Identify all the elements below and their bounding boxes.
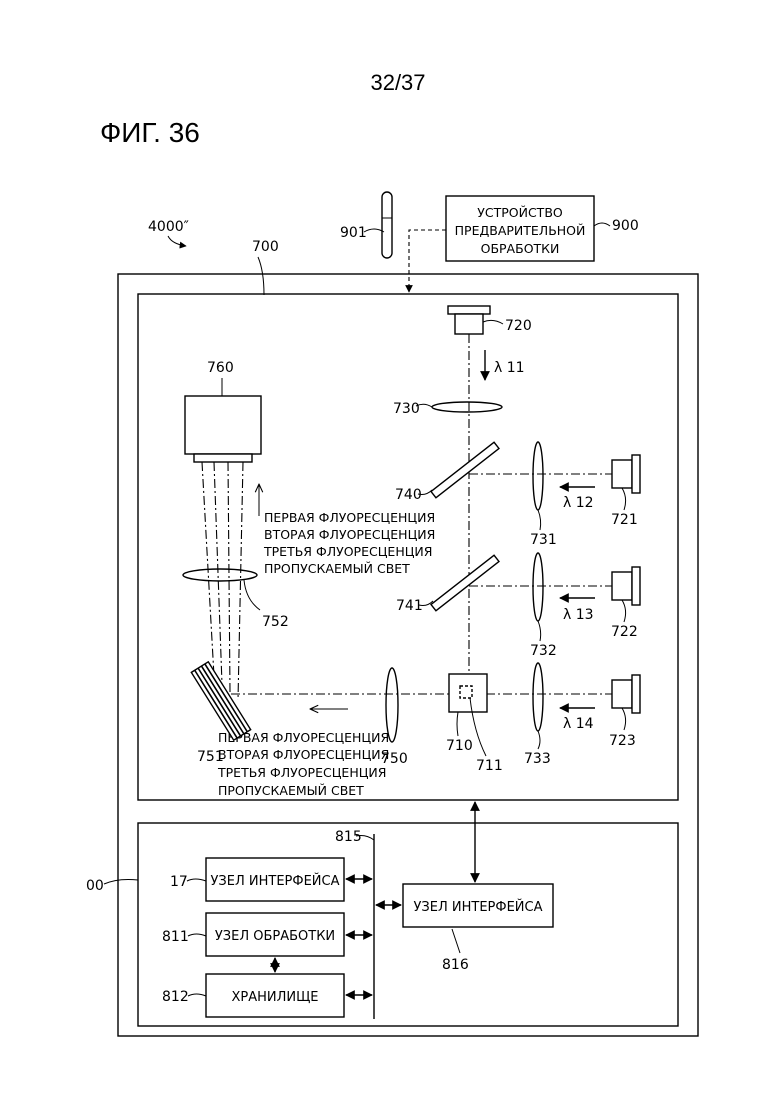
leader-900 — [594, 223, 610, 226]
leader-733 — [538, 731, 540, 749]
leader-721 — [622, 488, 626, 510]
preprocessing-line-1: УСТРОЙСТВО — [477, 205, 563, 220]
camera-beam-4 — [238, 462, 243, 700]
leader-731 — [538, 510, 541, 530]
leader-710 — [457, 712, 458, 736]
label-811: 811 — [162, 929, 189, 945]
label-815: 815 — [335, 829, 362, 845]
preprocessing-line-2: ПРЕДВАРИТЕЛЬНОЙ — [455, 223, 586, 238]
leader-system — [168, 236, 186, 246]
fluor-up-line-4: ПРОПУСКАЕМЫЙ СВЕТ — [264, 561, 410, 576]
interface-right-text: УЗЕЛ ИНТЕРФЕЙСА — [414, 899, 543, 915]
processing-text: УЗЕЛ ОБРАБОТКИ — [215, 929, 335, 944]
label-816: 816 — [442, 957, 469, 973]
fluor-up-line-1: ПЕРВАЯ ФЛУОРЕСЦЕНЦИЯ — [264, 510, 435, 525]
label-computer: 00 — [86, 878, 104, 894]
label-720: 720 — [505, 318, 532, 334]
storage-text: ХРАНИЛИЩЕ — [231, 990, 318, 1005]
label-17: 17 — [170, 874, 188, 890]
label-722: 722 — [611, 624, 638, 640]
label-lambda12: λ 12 — [563, 495, 594, 511]
label-lambda11: λ 11 — [494, 360, 525, 376]
leader-811 — [188, 934, 206, 936]
fluor-low-line-2: ВТОРАЯ ФЛУОРЕСЦЕНЦИЯ — [218, 747, 389, 762]
camera-beam-3 — [228, 462, 230, 692]
interface-left-text: УЗЕЛ ИНТЕРФЕЙСА — [211, 873, 340, 889]
lens-731 — [533, 442, 543, 510]
label-741: 741 — [396, 598, 423, 614]
label-system: 4000″ — [148, 219, 189, 235]
label-lambda13: λ 13 — [563, 607, 594, 623]
fluor-low-line-4: ПРОПУСКАЕМЫЙ СВЕТ — [218, 783, 364, 798]
figure-title: ФИГ. 36 — [100, 117, 200, 148]
label-lambda14: λ 14 — [563, 716, 594, 732]
leader-723 — [622, 708, 626, 730]
sample-holder-720 — [448, 306, 490, 334]
lens-752 — [183, 569, 257, 581]
lens-732 — [533, 553, 543, 621]
dashed-connector-900 — [409, 230, 446, 292]
light-source-721 — [612, 455, 640, 493]
leader-17 — [187, 879, 206, 881]
leader-816 — [452, 929, 460, 953]
leader-732 — [538, 621, 541, 641]
sample-tube-901 — [382, 192, 392, 258]
label-730: 730 — [393, 401, 420, 417]
label-711: 711 — [476, 758, 503, 774]
label-751: 751 — [197, 749, 224, 765]
label-901: 901 — [340, 225, 367, 241]
page-number: 32/37 — [370, 70, 425, 95]
lens-730 — [432, 402, 502, 412]
label-752: 752 — [262, 614, 289, 630]
mirror-740 — [431, 442, 499, 498]
label-732: 732 — [530, 643, 557, 659]
camera-beam-2 — [214, 462, 222, 684]
label-700: 700 — [252, 239, 279, 255]
label-721: 721 — [611, 512, 638, 528]
label-900: 900 — [612, 218, 639, 234]
fluor-up-line-3: ТРЕТЬЯ ФЛУОРЕСЦЕНЦИЯ — [263, 544, 432, 559]
label-733: 733 — [524, 751, 551, 767]
light-source-722 — [612, 567, 640, 605]
leader-720 — [483, 320, 503, 324]
label-812: 812 — [162, 989, 189, 1005]
fluor-up-line-2: ВТОРАЯ ФЛУОРЕСЦЕНЦИЯ — [264, 527, 435, 542]
camera-760 — [185, 396, 261, 462]
leader-901 — [364, 229, 384, 232]
preprocessing-line-3: ОБРАБОТКИ — [481, 241, 560, 256]
light-source-723 — [612, 675, 640, 713]
leader-752 — [244, 580, 260, 610]
lens-733 — [533, 663, 543, 731]
label-731: 731 — [530, 532, 557, 548]
label-710: 710 — [446, 738, 473, 754]
leader-812 — [188, 994, 206, 996]
label-760: 760 — [207, 360, 234, 376]
fluor-low-line-3: ТРЕТЬЯ ФЛУОРЕСЦЕНЦИЯ — [217, 765, 386, 780]
leader-700 — [258, 257, 264, 295]
mirror-741 — [431, 555, 499, 611]
grating-751 — [191, 662, 250, 740]
label-723: 723 — [609, 733, 636, 749]
leader-computer — [104, 880, 138, 885]
leader-722 — [622, 600, 626, 622]
label-740: 740 — [395, 487, 422, 503]
cell-710 — [449, 674, 487, 712]
